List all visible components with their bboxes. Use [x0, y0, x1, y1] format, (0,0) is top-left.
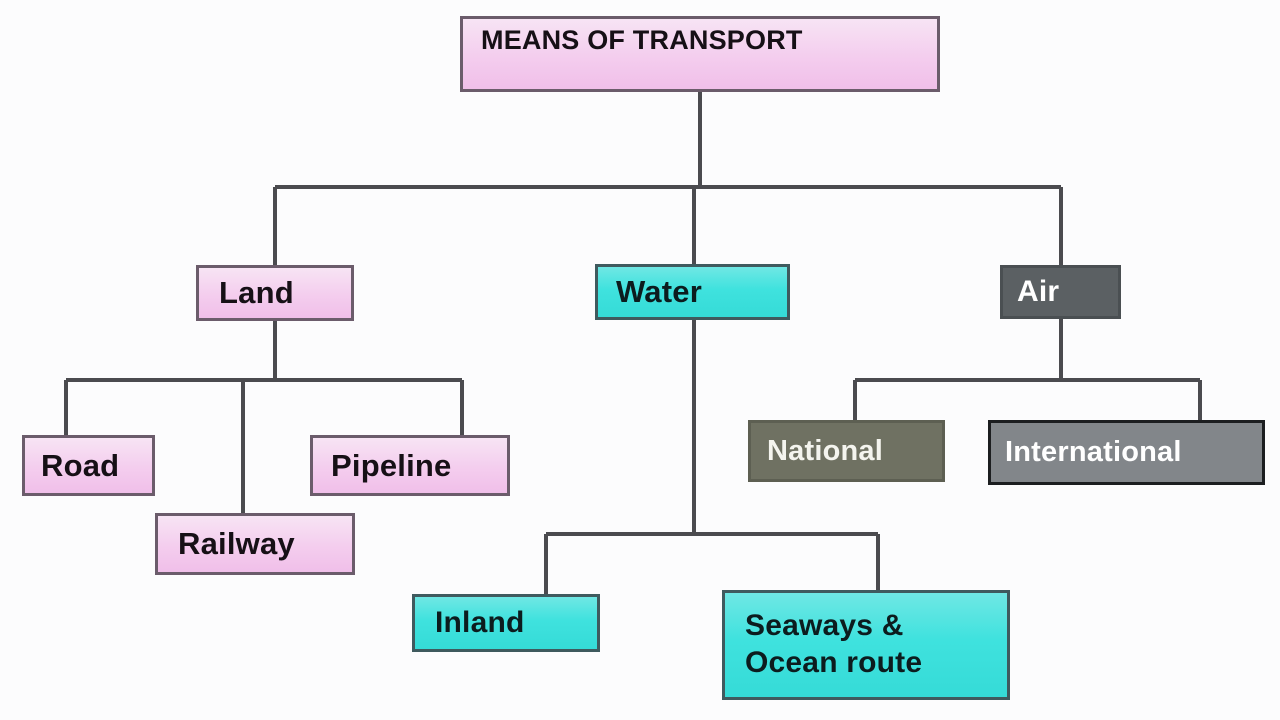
node-label-land: Land [219, 275, 294, 310]
node-national[interactable]: National [748, 420, 945, 482]
node-label-national: National [767, 434, 883, 467]
node-road[interactable]: Road [22, 435, 155, 496]
node-means-of-transport[interactable]: MEANS OF TRANSPORT [460, 16, 940, 92]
node-label-water: Water [616, 274, 702, 309]
node-label-pipeline: Pipeline [331, 447, 452, 483]
node-pipeline[interactable]: Pipeline [310, 435, 510, 496]
node-air[interactable]: Air [1000, 265, 1121, 319]
node-seaways-ocean-route[interactable]: Seaways & Ocean route [722, 590, 1010, 700]
node-land[interactable]: Land [196, 265, 354, 321]
node-label-road: Road [41, 447, 120, 483]
node-water[interactable]: Water [595, 264, 790, 320]
node-label-seaways-ocean-route: Seaways & Ocean route [745, 609, 923, 679]
node-label-inland: Inland [435, 606, 525, 639]
node-label-international: International [1005, 436, 1182, 468]
node-label-air: Air [1017, 275, 1060, 308]
node-railway[interactable]: Railway [155, 513, 355, 575]
node-label-railway: Railway [178, 526, 295, 561]
node-inland[interactable]: Inland [412, 594, 600, 652]
node-international[interactable]: International [988, 420, 1265, 485]
node-label-means-of-transport: MEANS OF TRANSPORT [481, 25, 803, 55]
